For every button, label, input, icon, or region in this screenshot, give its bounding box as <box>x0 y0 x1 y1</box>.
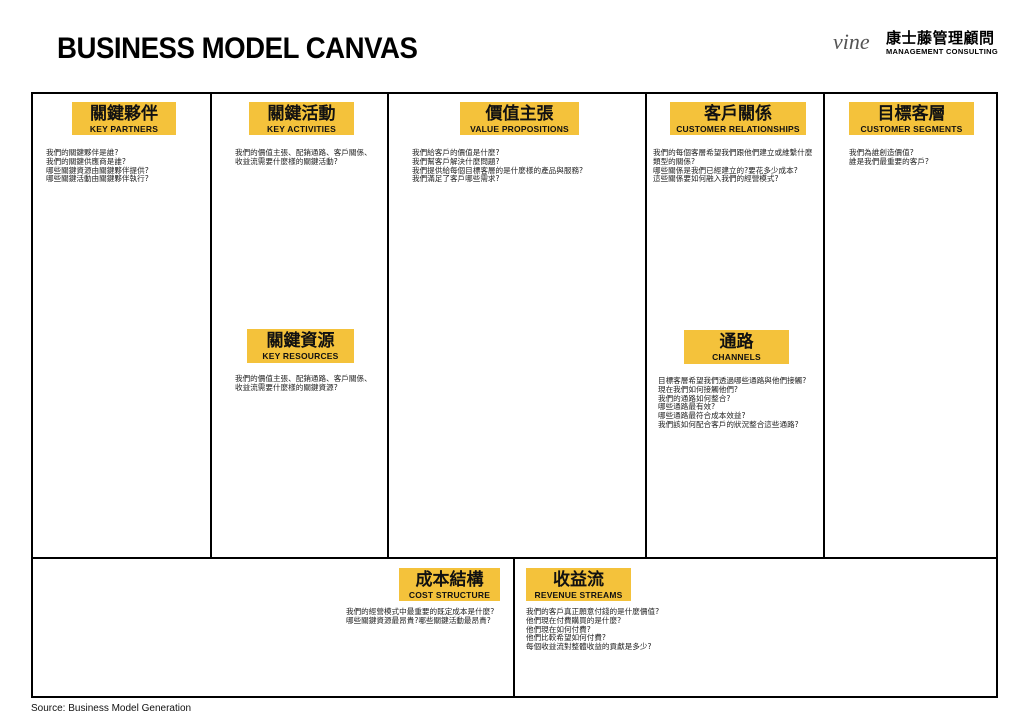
channels-cn: 通路 <box>719 332 754 352</box>
customer-segments-label: 目標客層 CUSTOMER SEGMENTS <box>849 102 974 135</box>
question: 我們的關鍵供應商是誰? <box>46 156 126 166</box>
key-resources-cn: 關鍵資源 <box>266 331 335 351</box>
value-propositions-cn: 價值主張 <box>485 104 554 124</box>
key-partners-questions: 我們的關鍵夥伴是誰? 我們的關鍵供應商是誰? 哪些關鍵資源由關鍵夥伴提供? 哪些… <box>46 148 149 184</box>
key-resources-label: 關鍵資源 KEY RESOURCES <box>247 329 354 363</box>
key-activities-label: 關鍵活動 KEY ACTIVITIES <box>249 102 354 135</box>
value-propositions-en: VALUE PROPOSITIONS <box>470 124 569 134</box>
question: 哪些通路最有效? <box>658 402 716 412</box>
key-partners-cn: 關鍵夥伴 <box>90 104 158 124</box>
key-activities-cn: 關鍵活動 <box>267 104 336 124</box>
key-activities-en: KEY ACTIVITIES <box>267 124 336 134</box>
source-note: Source: Business Model Generation <box>31 703 192 714</box>
question: 每個收益流對整體收益的貢獻是多少? <box>526 642 652 652</box>
revenue-streams-questions: 我們的客戶真正願意付錢的是什麼價值? 他們現在付費購買的是什麼? 他們現在如何付… <box>526 607 660 652</box>
customer-relationships-en: CUSTOMER RELATIONSHIPS <box>676 124 800 134</box>
question: 我們給客戶的價值是什麼? <box>412 148 500 157</box>
customer-relationships-label: 客戶關係 CUSTOMER RELATIONSHIPS <box>670 102 806 135</box>
question: 哪些通路最符合成本效益? <box>658 411 746 421</box>
question: 誰是我們最重要的客戶? <box>849 156 929 166</box>
divider <box>210 94 212 557</box>
question: 他們現在付費購買的是什麼? <box>526 615 622 625</box>
revenue-streams-label: 收益流 REVENUE STREAMS <box>526 568 631 601</box>
question: 我們為誰創造價值? <box>849 148 914 157</box>
question: 我們的通路如何整合? <box>658 393 731 403</box>
cost-structure-label: 成本結構 COST STRUCTURE <box>399 568 500 601</box>
question: 收益流需要什麼樣的關鍵資源? <box>235 382 338 392</box>
question: 收益流需要什麼樣的關鍵活動? <box>235 156 338 166</box>
question: 哪些關鍵資源最昂貴?哪些關鍵活動最昂貴? <box>346 615 491 625</box>
question: 我們滿足了客戶哪些需求? <box>412 174 500 184</box>
value-propositions-questions: 我們給客戶的價值是什麼? 我們幫客戶解決什麼問題? 我們提供給每個目標客層的是什… <box>412 148 584 184</box>
question: 類型的關係? <box>653 156 695 166</box>
page-title: BUSINESS MODEL CANVAS <box>57 32 418 65</box>
business-model-canvas: 關鍵夥伴 KEY PARTNERS 我們的關鍵夥伴是誰? 我們的關鍵供應商是誰?… <box>31 92 998 698</box>
customer-relationships-cn: 客戶關係 <box>704 104 772 124</box>
revenue-streams-cn: 收益流 <box>553 570 604 590</box>
key-resources-en: KEY RESOURCES <box>262 351 339 361</box>
divider <box>823 94 825 557</box>
key-partners-en: KEY PARTNERS <box>89 124 159 134</box>
logo-english-name: MANAGEMENT CONSULTING <box>886 47 998 56</box>
value-propositions-label: 價值主張 VALUE PROPOSITIONS <box>460 102 579 135</box>
question: 哪些關鍵活動由關鍵夥伴執行? <box>46 174 149 184</box>
question: 哪些關鍵資源由關鍵夥伴提供? <box>46 165 149 175</box>
question: 現在我們如何接觸他們? <box>658 384 738 394</box>
question: 我們的客戶真正願意付錢的是什麼價值? <box>526 607 660 616</box>
divider <box>645 94 647 557</box>
cost-structure-cn: 成本結構 <box>415 570 484 590</box>
company-logo: vine 康士藤管理顧問 MANAGEMENT CONSULTING <box>833 24 1003 64</box>
revenue-streams-en: REVENUE STREAMS <box>534 590 623 600</box>
channels-questions: 目標客層希望我們透過哪些通路與他們接觸? 現在我們如何接觸他們? 我們的通路如何… <box>658 376 807 430</box>
question: 我們的關鍵夥伴是誰? <box>46 148 119 157</box>
question: 我們的經營模式中最重要的既定成本是什麼? <box>346 607 495 616</box>
question: 這些關係要如何融入我們的經營模式? <box>653 174 779 184</box>
question: 我們幫客戶解決什麼問題? <box>412 156 500 166</box>
key-partners-label: 關鍵夥伴 KEY PARTNERS <box>72 102 176 135</box>
question: 他們現在如何付費? <box>526 624 591 634</box>
question: 我們提供給每個目標客層的是什麼樣的產品與服務? <box>412 165 584 175</box>
customer-relationships-questions: 我們的每個客層希望我們跟他們建立或維繫什麼 類型的關係? 哪些關係是我們已經建立… <box>653 148 813 184</box>
question: 他們比較希望如何付費? <box>526 633 606 643</box>
key-resources-questions: 我們的價值主張、配銷通路、客戶關係、 收益流需要什麼樣的關鍵資源? <box>235 374 372 393</box>
question: 目標客層希望我們透過哪些通路與他們接觸? <box>658 376 807 385</box>
key-activities-questions: 我們的價值主張、配銷通路、客戶關係、 收益流需要什麼樣的關鍵活動? <box>235 148 372 167</box>
divider <box>513 557 515 696</box>
customer-segments-cn: 目標客層 <box>877 104 946 124</box>
channels-en: CHANNELS <box>712 352 761 362</box>
customer-segments-questions: 我們為誰創造價值? 誰是我們最重要的客戶? <box>849 148 929 167</box>
question: 我們的價值主張、配銷通路、客戶關係、 <box>235 148 372 157</box>
logo-chinese-name: 康士藤管理顧問 <box>886 29 995 47</box>
question: 我們的每個客層希望我們跟他們建立或維繫什麼 <box>653 148 813 157</box>
channels-label: 通路 CHANNELS <box>684 330 789 364</box>
customer-segments-en: CUSTOMER SEGMENTS <box>860 124 963 134</box>
divider <box>387 94 389 557</box>
logo-mark: vine <box>833 29 870 54</box>
question: 我們該如何配合客戶的狀況整合這些通路? <box>658 419 799 429</box>
cost-structure-questions: 我們的經營模式中最重要的既定成本是什麼? 哪些關鍵資源最昂貴?哪些關鍵活動最昂貴… <box>346 607 495 626</box>
cost-structure-en: COST STRUCTURE <box>408 590 491 600</box>
question: 我們的價值主張、配銷通路、客戶關係、 <box>235 374 372 383</box>
question: 哪些關係是我們已經建立的?要花多少成本? <box>653 165 798 175</box>
